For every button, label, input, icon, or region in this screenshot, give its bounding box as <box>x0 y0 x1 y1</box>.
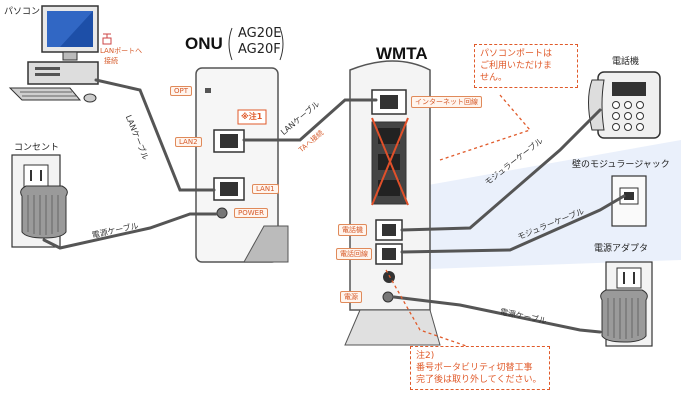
note-2: 注2) 番号ポータビリティ切替工事 完了後は取り外してください。 <box>410 346 550 390</box>
telephone-icon <box>588 71 661 139</box>
cable-onu-wmta-lan <box>242 98 378 142</box>
cable-pc-lan <box>94 78 216 192</box>
power-adapter-left-icon <box>20 185 68 239</box>
wmta-port-phone: 電話機 <box>338 224 367 236</box>
note-leaders <box>385 94 532 349</box>
wmta-port-internet: インターネット回線 <box>411 96 482 108</box>
wall-jack-icon <box>611 175 647 227</box>
onu-port-lan1: LAN1 <box>252 184 279 194</box>
note-2-line2: 番号ポータビリティ切替工事 <box>416 363 533 373</box>
onu-model-bracket <box>228 27 284 61</box>
wmta-title: WMTA <box>376 44 428 63</box>
leader-note-2 <box>385 269 473 349</box>
onu-device <box>195 67 289 263</box>
cable-left-power <box>42 212 218 250</box>
outlet-left-label: コンセント <box>14 143 60 153</box>
note-pc-port-line1: パソコンポートは <box>480 49 553 59</box>
note-pc-port-line3: せん。 <box>480 73 508 83</box>
onu-note1: ※注1 <box>241 112 263 121</box>
wmta-port-power: 電源 <box>340 291 362 303</box>
note-pc-port-line2: ご利用いただけま <box>480 61 553 71</box>
onu-model-1: AG20E <box>238 26 282 41</box>
cable-phone <box>400 108 602 232</box>
power-adapter-right-icon <box>600 289 648 343</box>
onu-port-lan2: LAN2 <box>175 137 202 147</box>
pc-lan-note-1: LANポートへ <box>100 47 143 55</box>
wmta-port-line: 電話回線 <box>336 248 372 260</box>
note-pc-port: パソコンポートは ご利用いただけま せん。 <box>474 44 578 88</box>
cable-wall-jack <box>400 194 626 254</box>
adapter-label: 電源アダプタ <box>594 244 649 254</box>
onu-title: ONU <box>185 34 223 53</box>
pc-icon <box>8 5 99 103</box>
note-2-line3: 完了後は取り外してください。 <box>416 375 542 385</box>
wall-area-backdrop <box>400 140 681 270</box>
cable-right-power <box>392 295 602 334</box>
phone-label: 電話機 <box>612 57 640 67</box>
onu-port-power: POWER <box>234 208 268 218</box>
pc-label: パソコン <box>4 7 41 17</box>
leader-note-pc <box>439 94 532 161</box>
wmta-device <box>344 60 441 346</box>
pc-lan-note-2: 接続 <box>104 57 118 65</box>
lan-port-icon <box>102 33 112 45</box>
onu-model-2: AG20F <box>238 42 281 57</box>
note-2-line1: 注2) <box>416 351 435 361</box>
cables <box>42 78 626 334</box>
wall-jack-label: 壁のモジュラージャック <box>572 160 670 170</box>
onu-port-opt: OPT <box>170 86 193 96</box>
